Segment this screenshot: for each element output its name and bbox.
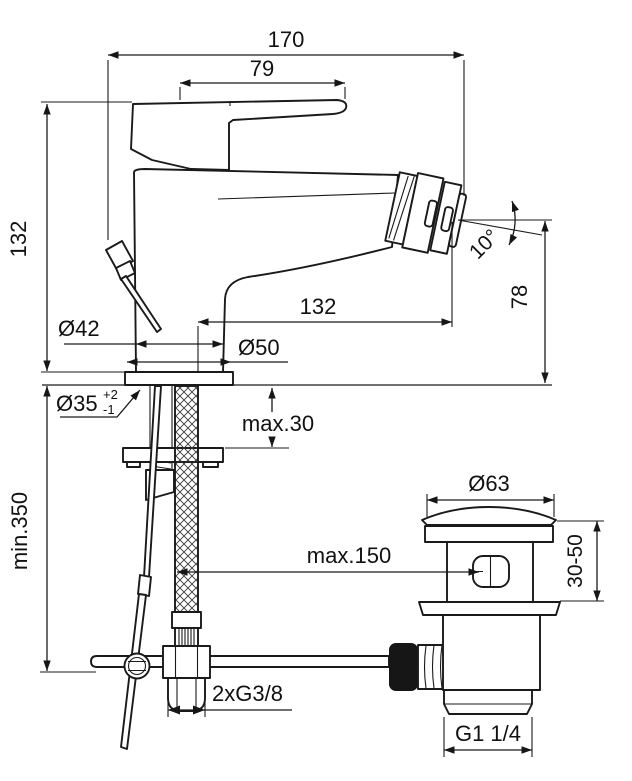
dim-max-deck-thickness-label: max.30 xyxy=(242,411,314,436)
dim-max-drain-offset: max.150 xyxy=(177,543,479,576)
dim-height-above-deck: 132 xyxy=(6,101,132,373)
drain-ball-joint xyxy=(389,643,448,691)
dim-drain-cap-diameter-label: Ø63 xyxy=(468,471,510,496)
dim-base-diameter-label: Ø50 xyxy=(238,335,280,360)
dim-mounting-hole-tol-minus: -1 xyxy=(103,402,115,417)
aerator-outlet xyxy=(384,171,468,255)
dim-drain-height-range: 30-50 xyxy=(557,520,604,602)
dim-drain-height-range-label: 30-50 xyxy=(564,534,587,588)
dim-handle-length-label: 79 xyxy=(250,56,274,81)
supply-hose xyxy=(162,385,211,712)
dim-height-above-deck-label: 132 xyxy=(6,221,31,258)
dim-min-hose-length: min.350 xyxy=(7,386,96,673)
dim-base-diameter: Ø50 xyxy=(127,335,288,366)
dim-body-diameter-label: Ø42 xyxy=(58,316,100,341)
dim-supply-thread: 2xG3/8 xyxy=(167,681,292,717)
dim-body-diameter: Ø42 xyxy=(58,316,223,348)
dim-max-deck-thickness: max.30 xyxy=(225,388,314,449)
dim-outlet-height-label: 78 xyxy=(507,285,532,309)
dim-spout-projection: 132 xyxy=(197,222,453,372)
popup-waste-drain xyxy=(418,506,561,715)
deck-and-base-plate xyxy=(42,371,552,386)
dim-supply-thread-label: 2xG3/8 xyxy=(212,681,283,706)
mounting-hardware xyxy=(122,386,224,501)
dim-spout-angle-label: 10° xyxy=(465,225,504,264)
dim-total-length-label: 170 xyxy=(268,27,305,52)
popup-lift-rod-knob xyxy=(105,240,162,333)
dim-drain-thread-label: G1 1/4 xyxy=(455,721,521,746)
popup-rod-below-deck xyxy=(120,385,162,750)
dim-mounting-hole: Ø35 +2 -1 xyxy=(56,387,141,418)
dim-spout-angle: 10° xyxy=(465,200,519,264)
dim-mounting-hole-tol-plus: +2 xyxy=(103,387,118,402)
dim-outlet-height: 78 xyxy=(457,219,552,383)
dim-drain-thread: G1 1/4 xyxy=(443,717,533,757)
dim-total-length: 170 xyxy=(107,27,465,240)
dim-max-drain-offset-label: max.150 xyxy=(307,543,391,568)
faucet-lever-handle xyxy=(130,99,348,171)
pivot-clamp xyxy=(123,652,151,680)
dim-min-hose-length-label: min.350 xyxy=(7,492,32,570)
dim-spout-projection-label: 132 xyxy=(300,294,337,319)
dim-mounting-hole-label: Ø35 xyxy=(56,391,98,416)
dim-drain-cap-diameter: Ø63 xyxy=(426,471,555,517)
dim-handle-length: 79 xyxy=(179,56,346,100)
